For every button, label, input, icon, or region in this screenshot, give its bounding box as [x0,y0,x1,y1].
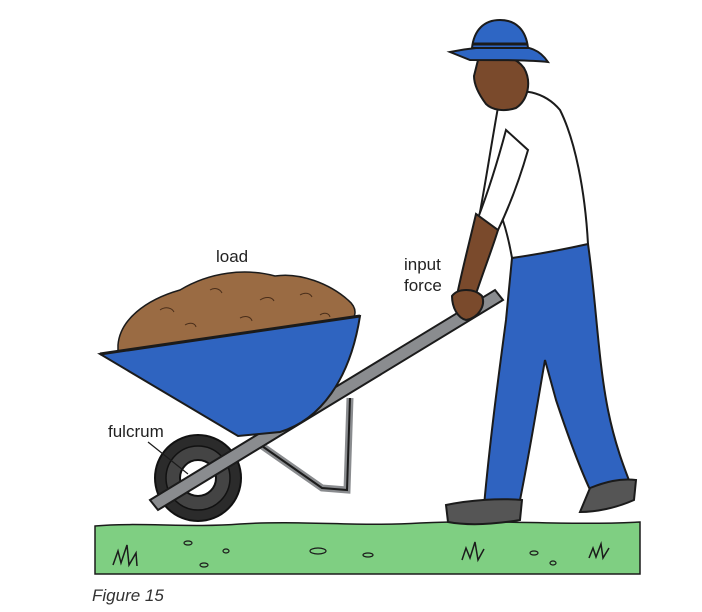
label-fulcrum: fulcrum [108,421,164,442]
label-input-force-line1: input [404,254,442,275]
person-icon [446,20,636,524]
figure-caption: Figure 15 [92,586,164,606]
label-load: load [216,246,248,267]
label-input-force: input force [404,254,442,296]
label-input-force-line2: force [404,275,442,296]
ground [95,522,640,574]
